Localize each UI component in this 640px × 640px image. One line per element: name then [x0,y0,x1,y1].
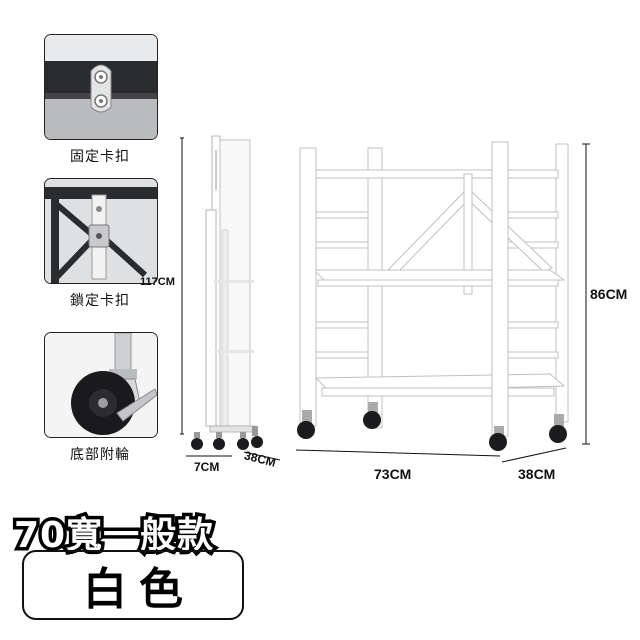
lock-hinge-photo [44,178,158,284]
feature-label-fixed-buckle: 固定卡扣 [70,149,130,165]
rack-height-label: 86CM [590,286,628,302]
feature-label-caster-wheel: 底部附輪 [70,447,130,463]
rack-depth-label: 38CM [518,466,556,482]
lock-buckle-icon [45,35,157,139]
caster-wheel-icon [45,333,157,437]
folded-rack-illustration [180,135,281,461]
assembled-rack-illustration [295,141,590,463]
feature-label-lock-hinge: 鎖定卡扣 [70,293,130,309]
caster-wheel-photo [44,332,158,438]
folded-width-label: 7CM [194,460,220,474]
lock-hinge-icon [45,179,157,283]
folded-height-label: 117CM [140,276,175,288]
rack-width-label: 73CM [374,466,412,482]
color-badge: 白色 [22,550,244,620]
fixed-buckle-photo [44,34,158,140]
color-label: 白色 [83,564,195,615]
